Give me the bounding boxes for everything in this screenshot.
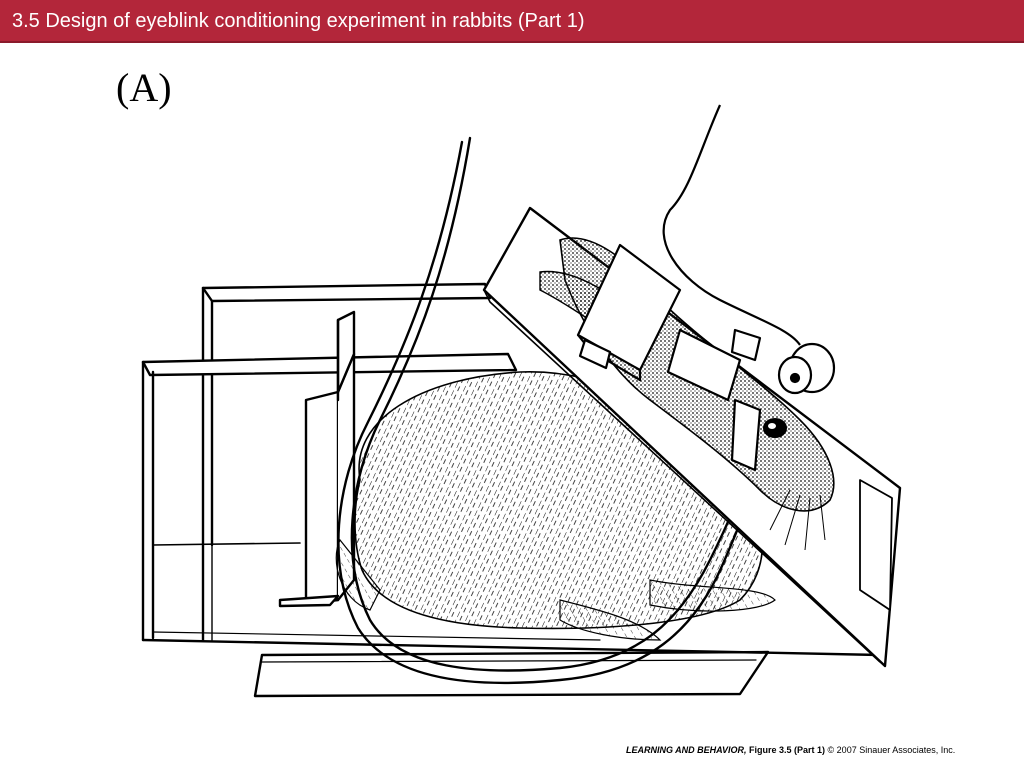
title-bar: 3.5 Design of eyeblink conditioning expe… bbox=[0, 0, 1024, 43]
divider-plate bbox=[304, 390, 340, 606]
eye-sensor bbox=[662, 104, 836, 395]
base-tray bbox=[253, 650, 770, 698]
panel-label: (A) bbox=[116, 65, 172, 110]
box-top-rim bbox=[141, 352, 518, 377]
figure-reference: Figure 3.5 (Part 1) bbox=[746, 745, 826, 755]
stimulus-tube bbox=[337, 136, 757, 685]
book-title: LEARNING AND BEHAVIOR, bbox=[626, 745, 747, 755]
box-floor-edge bbox=[141, 638, 882, 657]
whiskers bbox=[769, 489, 826, 551]
figure-credit: LEARNING AND BEHAVIOR, Figure 3.5 (Part … bbox=[626, 744, 955, 756]
slide-title: 3.5 Design of eyeblink conditioning expe… bbox=[12, 10, 585, 32]
box-back-panel bbox=[201, 282, 492, 303]
head-clamp bbox=[576, 243, 762, 472]
copyright-text: © 2007 Sinauer Associates, Inc. bbox=[825, 745, 956, 755]
